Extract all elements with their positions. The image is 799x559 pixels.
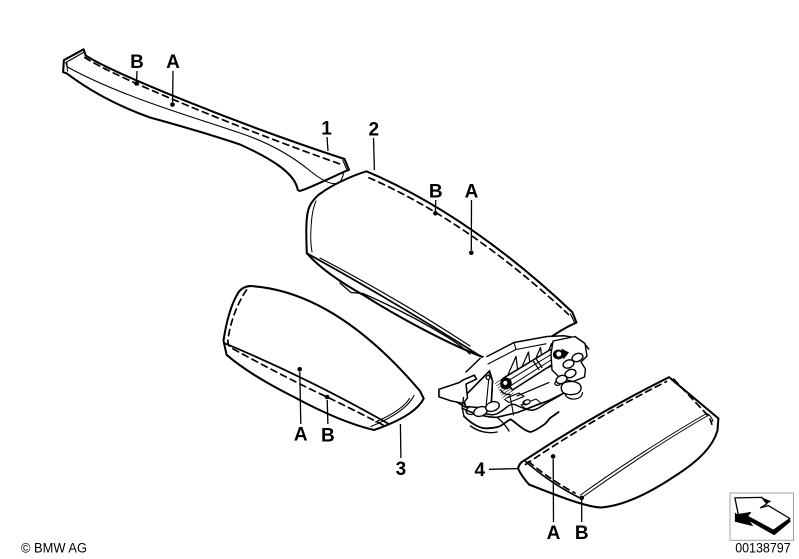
- svg-text:B: B: [429, 182, 443, 203]
- svg-text:B: B: [575, 523, 589, 544]
- svg-text:3: 3: [396, 459, 407, 480]
- svg-text:A: A: [547, 523, 561, 544]
- svg-text:4: 4: [475, 460, 486, 481]
- svg-text:A: A: [166, 52, 180, 73]
- svg-text:B: B: [321, 425, 335, 446]
- svg-text:A: A: [465, 182, 479, 203]
- svg-text:A: A: [294, 425, 308, 446]
- svg-text:1: 1: [321, 119, 332, 140]
- svg-text:B: B: [130, 52, 144, 73]
- svg-text:© BMW AG: © BMW AG: [21, 541, 87, 557]
- svg-text:2: 2: [369, 120, 380, 141]
- svg-text:00138797: 00138797: [735, 540, 791, 556]
